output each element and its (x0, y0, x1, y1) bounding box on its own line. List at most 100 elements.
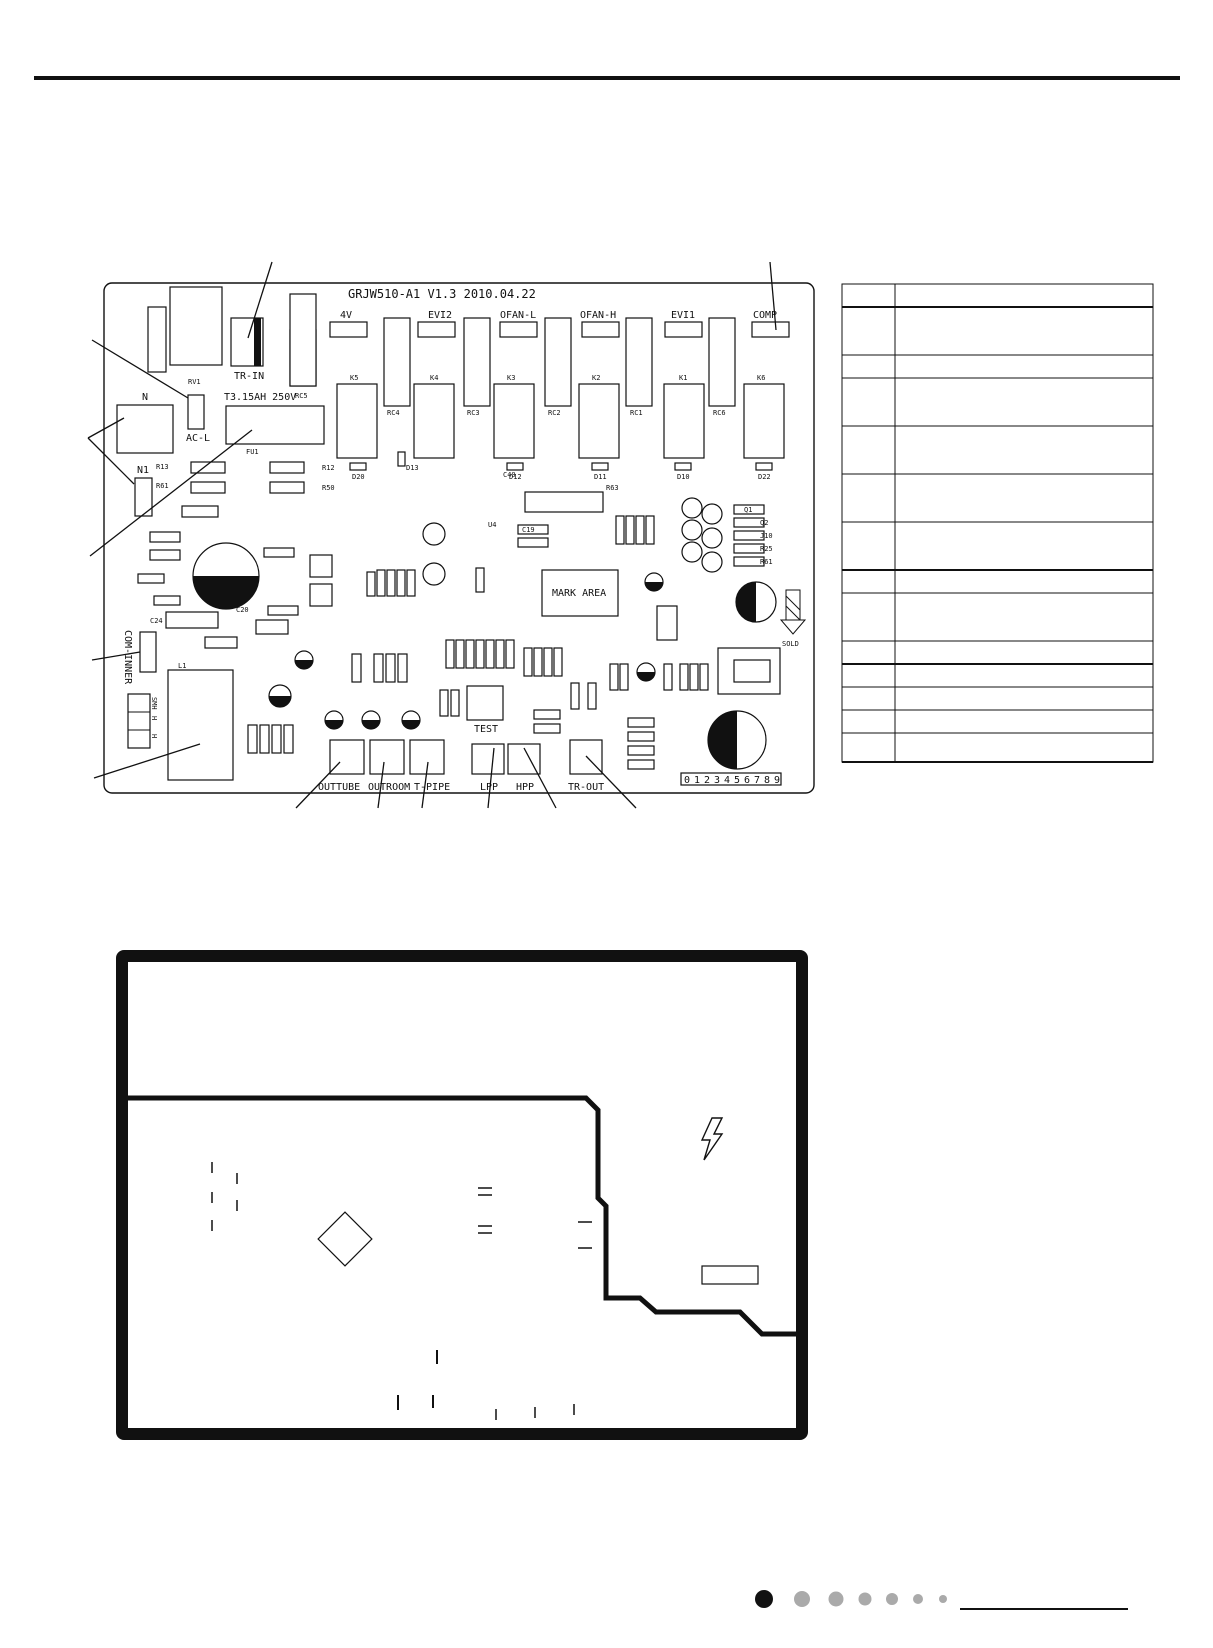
rc5-body (289, 293, 317, 387)
svg-text:RC2: RC2 (548, 409, 561, 417)
svg-text:4: 4 (724, 775, 730, 786)
conn-pad-evi1 (664, 321, 703, 338)
cap-c24 (165, 611, 219, 629)
lower-board-label-box (701, 1265, 759, 1285)
page-dot-active (755, 1590, 773, 1608)
conn-pad-ofan-h (581, 321, 620, 338)
svg-text:SMH: SMH (150, 697, 158, 710)
svg-text:C19: C19 (522, 526, 535, 534)
svg-text:R61: R61 (760, 558, 773, 566)
conn-pad-4v (329, 321, 368, 338)
conn-label-4v: 4V (340, 310, 352, 321)
inductor-l1 (167, 669, 234, 781)
svg-text:C24: C24 (150, 617, 163, 625)
trace-divider (128, 1095, 796, 1337)
svg-text:N1: N1 (137, 465, 149, 476)
svg-text:RC4: RC4 (387, 409, 400, 417)
digit-strip: 0 1 2 3 4 5 6 7 8 9 (680, 772, 782, 786)
svg-text:H: H (150, 716, 158, 720)
ic-blocks: MARK AREA TEST (309, 491, 781, 770)
conn-lpp (471, 743, 505, 775)
svg-text:COM-INNER: COM-INNER (122, 630, 133, 685)
svg-text:K5: K5 (350, 374, 358, 382)
svg-text:2: 2 (704, 775, 710, 786)
svg-text:T3.15AH 250V: T3.15AH 250V (224, 392, 296, 403)
power-section: RV1 TR-IN T3.15AH 250V FU1 AC-L N N1 COM… (116, 286, 325, 781)
svg-text:C40: C40 (503, 471, 516, 479)
relays: K5 K4 K3 K2 K1 K6 (336, 374, 785, 459)
relay-k5 (336, 383, 378, 459)
svg-text:0: 0 (684, 775, 690, 786)
svg-text:K6: K6 (757, 374, 765, 382)
svg-text:C20: C20 (236, 606, 249, 614)
svg-text:D20: D20 (352, 473, 365, 481)
conn-pad-comp (751, 321, 790, 338)
page-dot (886, 1593, 898, 1605)
svg-text:OUTROOM: OUTROOM (368, 782, 410, 793)
board-title: GRJW510-A1 V1.3 2010.04.22 (348, 287, 536, 301)
svg-text:FU1: FU1 (246, 448, 259, 456)
svg-text:R25: R25 (760, 545, 773, 553)
relay-k2 (578, 383, 620, 459)
relay-cap (544, 317, 572, 407)
svg-text:RC3: RC3 (467, 409, 480, 417)
high-voltage-icon (700, 1117, 724, 1161)
page-dot (794, 1591, 810, 1607)
svg-text:K4: K4 (430, 374, 438, 382)
conn-outtube (329, 739, 365, 775)
svg-text:1: 1 (694, 775, 700, 786)
reference-labels: R13 R61 R12 R50 Q1 Q2 J10 R25 R61 C40 R6… (156, 463, 773, 566)
svg-text:U4: U4 (488, 521, 496, 529)
svg-text:LPP: LPP (480, 782, 498, 793)
svg-text:R13: R13 (156, 463, 169, 471)
bottom-connectors: OUTTUBE OUTROOM T-PIPE LPP HPP TR-OUT (318, 739, 604, 793)
page-dot (828, 1591, 844, 1607)
relay-k4 (413, 383, 455, 459)
conn-label-ofan-l: OFAN-L (500, 310, 536, 321)
conn-pad-ofan-l (499, 321, 538, 338)
ic-u4 (309, 583, 333, 607)
left-cap (147, 306, 167, 373)
ic-footprint (317, 1211, 373, 1267)
conn-outroom (369, 739, 405, 775)
svg-text:D12: D12 (509, 473, 522, 481)
round-components (268, 497, 777, 770)
relay-k1 (663, 383, 705, 459)
svg-text:3: 3 (714, 775, 720, 786)
ac-l-connector (187, 394, 205, 430)
svg-text:D13: D13 (406, 464, 419, 472)
svg-text:RC5: RC5 (295, 392, 308, 400)
svg-text:TR-IN: TR-IN (234, 371, 264, 382)
svg-text:TR-OUT: TR-OUT (568, 782, 604, 793)
relay-diodes: D20 D13 D12 D11 D10 D22 (349, 451, 773, 481)
conn-label-ofan-h: OFAN-H (580, 310, 616, 321)
svg-text:RC1: RC1 (630, 409, 643, 417)
page-indicator (755, 1590, 1128, 1610)
page-dot (858, 1592, 872, 1606)
conn-label-evi1: EVI1 (671, 310, 695, 321)
svg-text:J10: J10 (760, 532, 773, 540)
svg-text:RV1: RV1 (188, 378, 201, 386)
lower-board (116, 950, 808, 1440)
svg-text:AC-L: AC-L (186, 433, 210, 444)
svg-text:SOLD: SOLD (782, 640, 799, 648)
svg-text:D10: D10 (677, 473, 690, 481)
n1-connector (134, 477, 153, 517)
svg-text:T-PIPE: T-PIPE (414, 782, 450, 793)
svg-text:D11: D11 (594, 473, 607, 481)
varistor-rv1 (169, 286, 223, 366)
top-connectors: 4V EVI2 OFAN-L OFAN-H EVI1 COMP (329, 310, 790, 338)
conn-label-comp: COMP (753, 310, 777, 321)
test-connector (466, 685, 504, 721)
com-inner-connector (139, 631, 157, 673)
svg-text:Q1: Q1 (744, 506, 752, 514)
conn-pad-evi2 (417, 321, 456, 338)
svg-text:K3: K3 (507, 374, 515, 382)
legend-table (841, 283, 1154, 763)
relay-cap (463, 317, 491, 407)
svg-text:8: 8 (764, 775, 770, 786)
svg-text:5: 5 (734, 775, 740, 786)
svg-text:R12: R12 (322, 464, 335, 472)
leader-lines-upper (87, 261, 777, 809)
